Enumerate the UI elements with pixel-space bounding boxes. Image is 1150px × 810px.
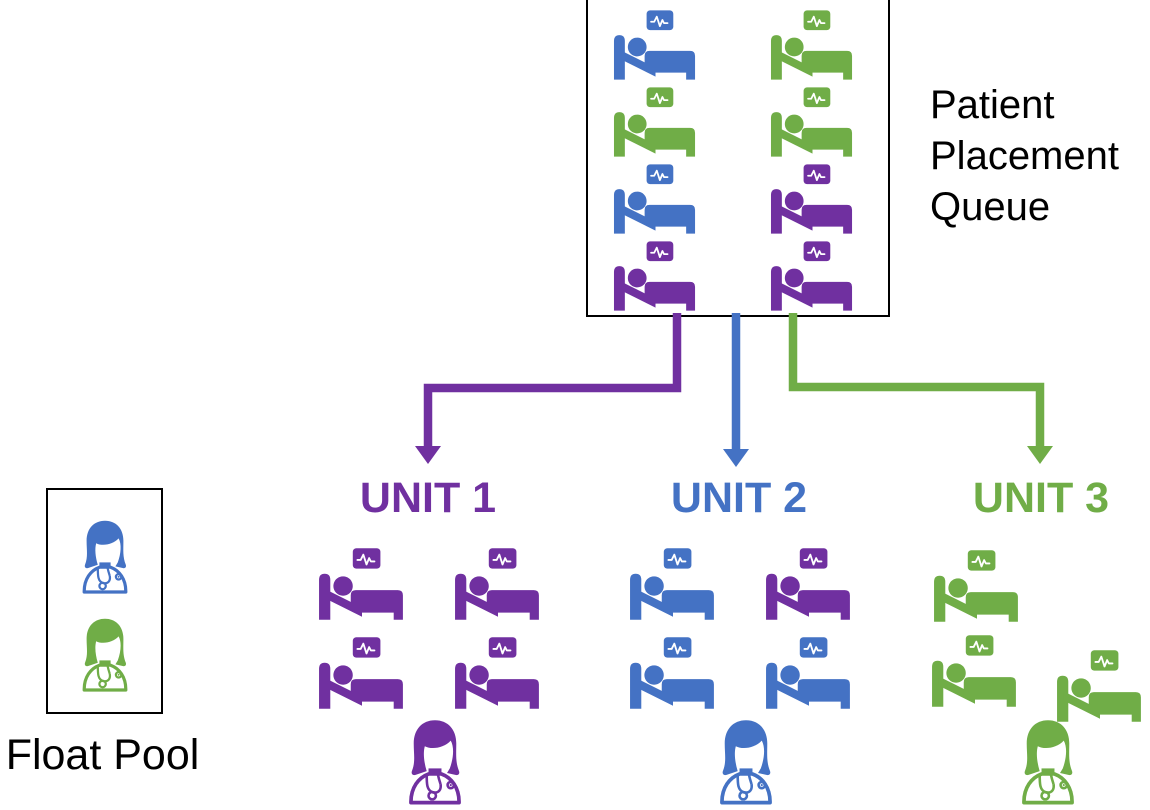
patient-bed-purple-icon [612,241,699,311]
patient-bed-green-icon [612,87,699,157]
patient-bed-purple-icon [764,548,854,620]
queue-label-line: Placement [930,134,1119,178]
patient-bed-green-icon [769,10,856,80]
vitals-monitor-icon [663,637,692,658]
patient-bed-blue-icon [612,10,699,80]
unit-3-nurse-icon [1011,715,1085,807]
patient-bed-purple-icon [769,241,856,311]
unit-2-label: UNIT 2 [670,474,808,522]
patient-bed-blue-icon [628,548,718,620]
vitals-monitor-icon [803,241,831,262]
patient-bed-blue-icon [612,164,699,234]
queue-label-line: Queue [930,185,1051,229]
vitals-monitor-icon [352,637,381,658]
float-pool-nurse-icon [73,514,137,598]
patient-placement-queue-label: Patient Placement Queue [930,80,1119,233]
arrow-queue-to-unit3-icon [788,313,1053,464]
patient-bed-purple-icon [769,164,856,234]
vitals-monitor-icon [646,87,674,108]
vitals-monitor-icon [646,241,674,262]
vitals-monitor-icon [352,548,381,569]
float-pool-label: Float Pool [5,731,200,779]
float-pool-nurse-icon [73,612,137,696]
patient-bed-purple-icon [453,637,543,709]
patient-bed-blue-icon [764,637,854,709]
unit-2-nurse-icon [709,715,783,807]
vitals-monitor-icon [488,548,517,569]
queue-label-line: Patient [930,83,1055,127]
vitals-monitor-icon [803,10,831,31]
unit-3-section: UNIT 3 [928,470,1150,810]
patient-bed-green-icon [1055,650,1145,722]
patient-bed-green-icon [932,550,1022,622]
queue-bed-grid [588,0,888,311]
patient-placement-queue-box [586,0,890,317]
vitals-monitor-icon [799,548,828,569]
unit-1-nurse-icon [398,715,472,807]
patient-bed-purple-icon [453,548,543,620]
patient-bed-purple-icon [317,637,407,709]
vitals-monitor-icon [488,637,517,658]
arrow-queue-to-unit1-icon [415,313,682,464]
unit-1-label: UNIT 1 [359,474,497,522]
vitals-monitor-icon [646,164,674,185]
unit-2-section: UNIT 2 [626,470,852,810]
patient-bed-blue-icon [628,637,718,709]
float-pool-box [46,488,163,714]
unit-3-label: UNIT 3 [972,474,1110,522]
vitals-monitor-icon [965,635,994,656]
vitals-monitor-icon [967,550,996,571]
unit-1-bed-grid [315,548,541,728]
unit-1-section: UNIT 1 [315,470,541,810]
patient-bed-purple-icon [317,548,407,620]
vitals-monitor-icon [803,164,831,185]
vitals-monitor-icon [799,637,828,658]
arrow-queue-to-unit2-icon [723,313,749,467]
unit-2-bed-grid [626,548,852,728]
patient-bed-green-icon [930,635,1020,707]
vitals-monitor-icon [1090,650,1119,671]
vitals-monitor-icon [663,548,692,569]
vitals-monitor-icon [803,87,831,108]
patient-bed-green-icon [769,87,856,157]
unit-3-bed-grid [928,548,1150,728]
vitals-monitor-icon [646,10,674,31]
